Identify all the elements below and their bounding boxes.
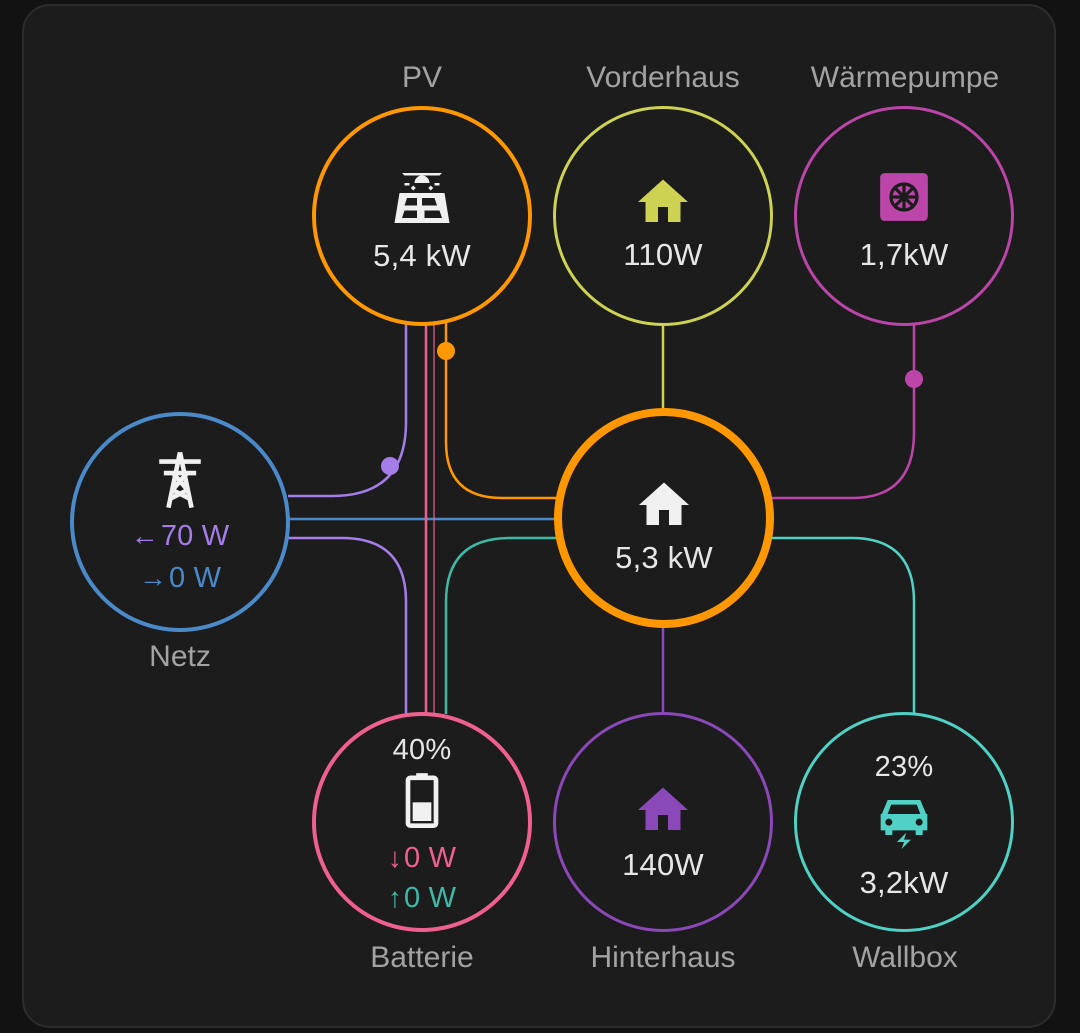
netz-import-value: 70 W	[160, 520, 230, 552]
hinterhaus-label: Hinterhaus	[590, 941, 736, 974]
batterie-out-value: 0 W	[404, 882, 457, 914]
waermepumpe-label: Wärmepumpe	[810, 61, 1000, 94]
vorderhaus-node[interactable]: 110W	[553, 106, 773, 326]
batterie-node[interactable]: 40% ↓0 W ↑0 W	[312, 712, 532, 932]
batterie-home-line	[444, 536, 558, 714]
waermepumpe-value: 1,7kW	[859, 237, 949, 272]
home-value: 5,3 kW	[615, 540, 713, 575]
batterie-in-value: 0 W	[404, 842, 457, 874]
batterie-soc: 40%	[392, 734, 452, 766]
home-waermepumpe-flow-dot	[905, 370, 923, 388]
hinterhaus-node[interactable]: 140W	[553, 712, 773, 932]
export-arrow-icon: →	[138, 562, 168, 593]
pv-value: 5,4 kW	[373, 238, 471, 273]
heat-pump-icon	[880, 173, 928, 221]
wallbox-node[interactable]: 23% 3,2kW	[794, 712, 1014, 932]
car-charging-icon	[880, 800, 928, 849]
batterie-out-row: ↑0 W	[316, 882, 528, 915]
home-icon	[638, 787, 688, 830]
home-node[interactable]: 5,3 kW	[554, 408, 774, 628]
home-icon	[639, 482, 689, 525]
pv-label: PV	[401, 61, 443, 94]
pv-home-flow-dot	[437, 342, 455, 360]
wallbox-label: Wallbox	[852, 941, 958, 974]
pv-node[interactable]: 5,4 kW	[312, 106, 532, 326]
wallbox-soc: 23%	[874, 751, 934, 783]
home-icon	[638, 179, 688, 222]
discharge-arrow-icon: ↑	[387, 882, 403, 913]
netz-batterie-line	[288, 536, 408, 714]
netz-export-row: →0 W	[74, 562, 286, 595]
netz-import-row: ←70 W	[74, 520, 286, 553]
batterie-label: Batterie	[370, 941, 474, 974]
hinterhaus-value: 140W	[622, 847, 704, 882]
pv-netz-line	[288, 318, 408, 498]
netz-node[interactable]: ←70 W →0 W	[70, 412, 290, 632]
solar-panel-icon	[394, 173, 450, 223]
energy-flow-card: PV Vorderhaus Wärmepumpe Netz Batterie H…	[22, 4, 1056, 1028]
wallbox-value: 3,2kW	[859, 865, 949, 900]
netz-label: Netz	[149, 640, 211, 673]
home-waermepumpe-line	[770, 322, 916, 500]
home-wallbox-line	[770, 536, 916, 714]
pv-netz-flow-dot	[381, 457, 399, 475]
import-arrow-icon: ←	[130, 520, 159, 551]
pv-home-line	[444, 322, 558, 500]
battery-icon	[405, 773, 439, 828]
netz-export-value: 0 W	[169, 562, 222, 594]
flow-lines	[288, 318, 923, 714]
waermepumpe-node[interactable]: 1,7kW	[794, 106, 1014, 326]
batterie-in-row: ↓0 W	[316, 842, 528, 875]
transmission-tower-icon	[159, 451, 201, 509]
charge-arrow-icon: ↓	[387, 842, 403, 873]
vorderhaus-label: Vorderhaus	[586, 61, 740, 94]
vorderhaus-value: 110W	[623, 237, 703, 272]
